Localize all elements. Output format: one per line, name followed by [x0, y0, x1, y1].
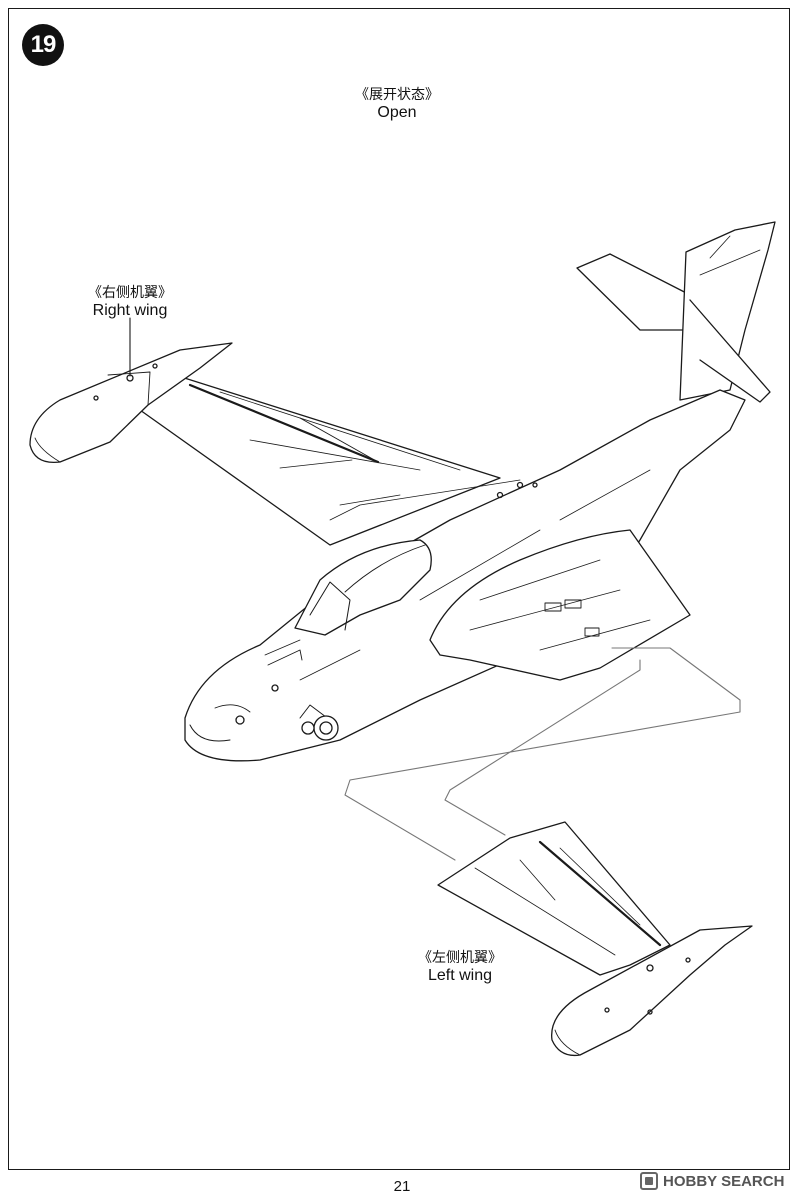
watermark-text: HOBBY SEARCH [663, 1172, 785, 1190]
page-frame [8, 8, 790, 1170]
right-wing-label-en: Right wing [92, 302, 168, 319]
left-wing-label: 《左侧机翼》 Left wing [400, 949, 520, 985]
hobby-search-logo-icon [640, 1172, 658, 1190]
left-wing-part [437, 821, 753, 1057]
watermark: HOBBY SEARCH [640, 1170, 784, 1192]
left-wing-label-cn: 《左侧机翼》 [418, 950, 502, 966]
left-wing-label-en: Left wing [427, 967, 493, 984]
right-wing-label-cn: 《右侧机翼》 [88, 285, 172, 301]
right-wing-part [29, 342, 501, 546]
fuselage [184, 389, 746, 762]
right-wing-label: 《右侧机翼》 Right wing [70, 284, 190, 320]
open-state-label-cn: 《展开状态》 [355, 87, 439, 103]
page-number: 21 [393, 1178, 411, 1195]
attachment-leader-line [344, 647, 741, 861]
tail-assembly [576, 221, 776, 403]
open-state-label-en: Open [377, 104, 417, 121]
open-state-label: 《展开状态》 Open [342, 86, 452, 122]
step-number-badge: 19 [22, 24, 64, 66]
